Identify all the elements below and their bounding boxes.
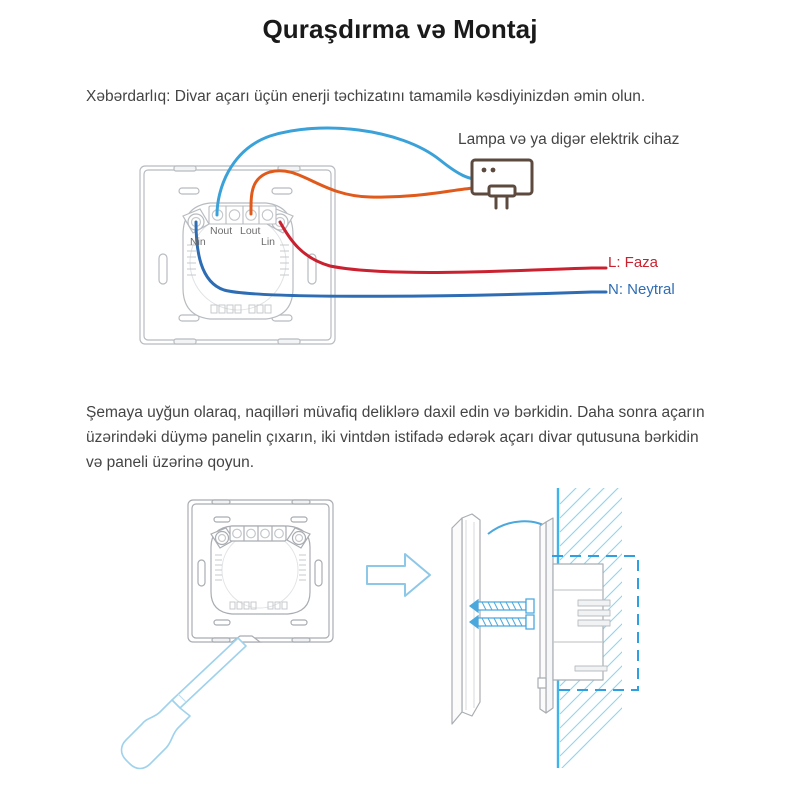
- right-arrow-icon: [366, 553, 431, 597]
- mounting-diagram: [120, 488, 639, 770]
- switch-body-exploded: [187, 499, 334, 643]
- terminal-label-lout: Lout: [240, 225, 261, 237]
- screw-icon-bottom: [468, 614, 535, 630]
- legend-neutral-label: N: Neytral: [608, 281, 675, 298]
- wiring-diagram: [139, 126, 608, 345]
- terminal-label-nin: Nin: [190, 236, 206, 248]
- legend-live-label: L: Faza: [608, 254, 659, 271]
- wire-nin: [194, 220, 594, 298]
- wire-lout: [249, 169, 476, 216]
- screwdriver-icon: [120, 637, 247, 770]
- terminal-label-lin: Lin: [261, 236, 276, 248]
- button-panel-side: [451, 513, 481, 725]
- assembly-paragraph: Şemaya uyğun olaraq, naqilləri müvafiq d…: [86, 404, 705, 471]
- wire-lin: [278, 220, 594, 274]
- lamp-caption: Lampa və ya digər elektrik cihaz: [458, 131, 680, 148]
- screw-icon-top: [468, 598, 535, 614]
- terminal-block: [208, 205, 277, 225]
- terminal-label-nout: Nout: [210, 225, 233, 237]
- wire-nout: [215, 126, 476, 217]
- lamp-device-icon: [470, 158, 534, 210]
- mounted-switch-side: [537, 517, 611, 714]
- warning-paragraph: Xəbərdarlıq: Divar açarı üçün enerji təc…: [86, 88, 646, 105]
- wall-box-dashed-outline: [552, 555, 639, 691]
- page-title: Quraşdırma və Montaj: [262, 14, 538, 44]
